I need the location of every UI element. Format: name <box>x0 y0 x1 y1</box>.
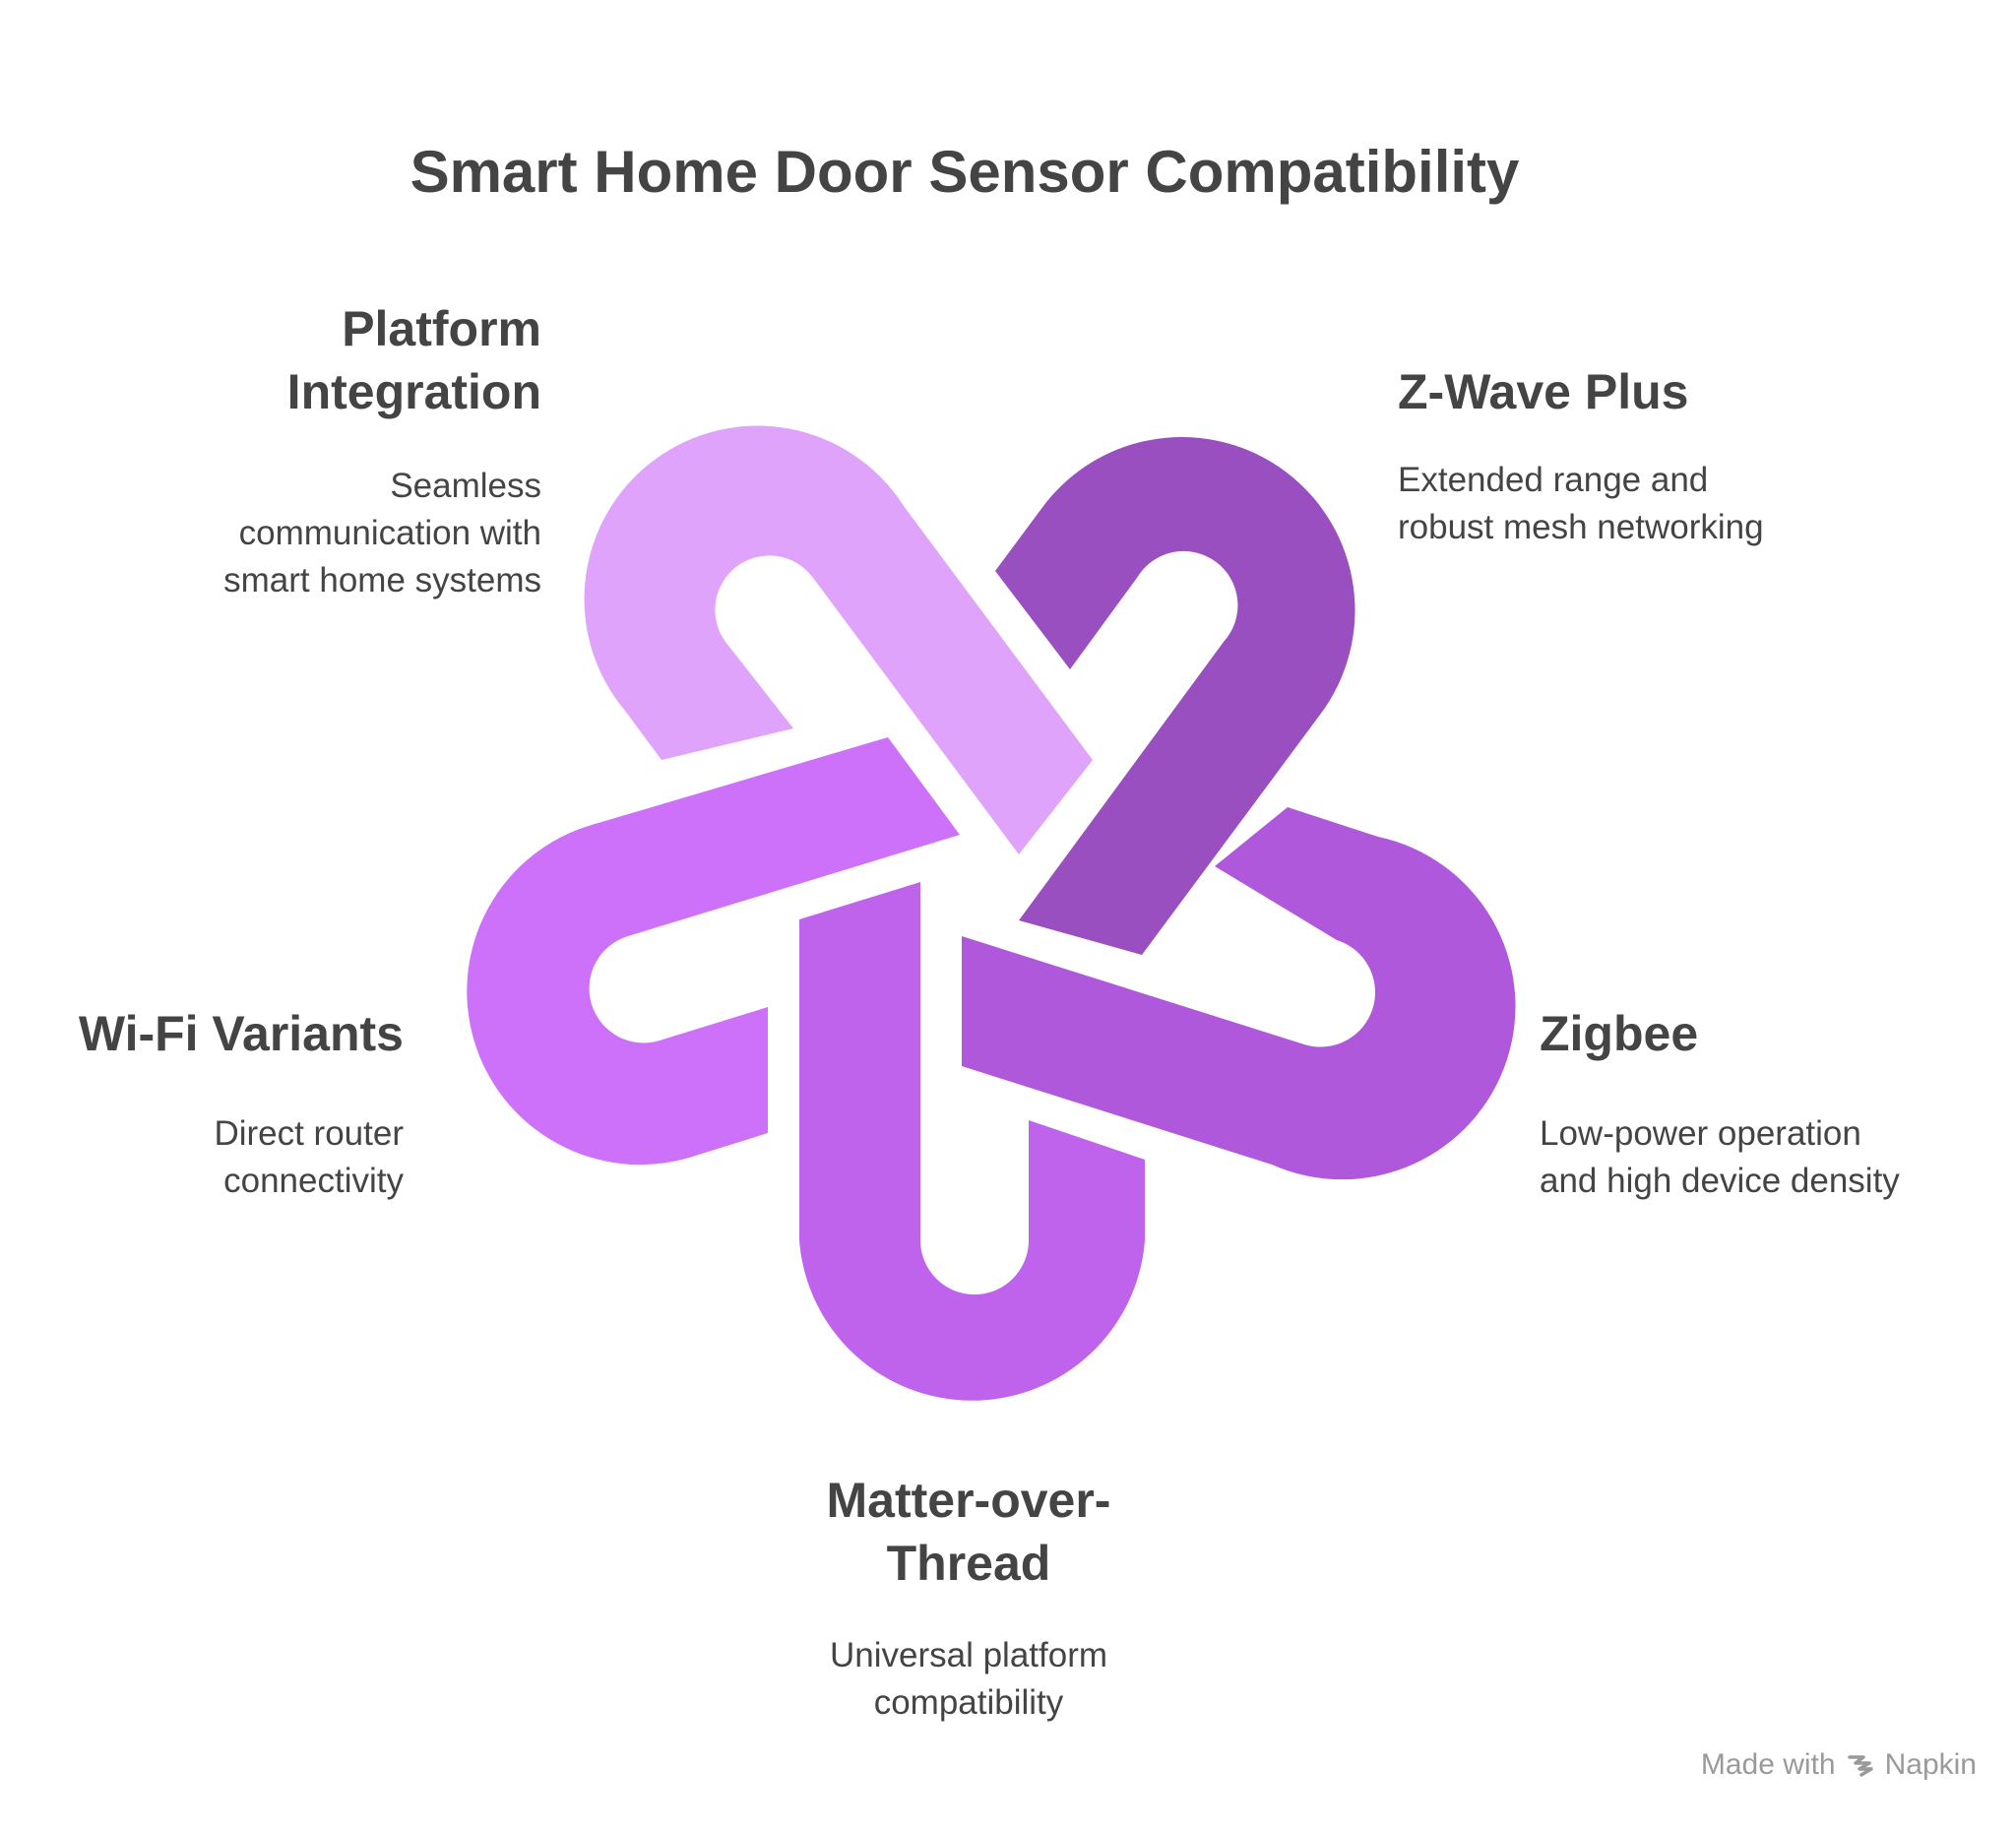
heading-line: Platform <box>342 301 541 356</box>
heading-line: Thread <box>887 1536 1051 1591</box>
heading-zigbee: Zigbee <box>1540 1002 1992 1065</box>
link-zigbee <box>962 807 1515 1179</box>
made-with-text: Made with <box>1701 1748 1836 1782</box>
description-line: Seamless <box>390 467 541 505</box>
napkin-brand-text: Napkin <box>1885 1748 1977 1782</box>
label-zigbee: Zigbee Low-power operation and high devi… <box>1540 1002 1992 1205</box>
description-line: robust mesh networking <box>1398 508 1764 546</box>
label-platform-integration: Platform Integration Seamless communicat… <box>148 297 541 604</box>
label-wifi-variants: Wi-Fi Variants Direct router connectivit… <box>39 1002 404 1205</box>
description-line: smart home systems <box>223 561 541 599</box>
heading-line: Z-Wave Plus <box>1398 364 1688 419</box>
description-platform-integration: Seamless communication with smart home s… <box>148 463 541 604</box>
description-line: Direct router <box>214 1114 404 1153</box>
heading-matter-over-thread: Matter-over- Thread <box>723 1469 1215 1595</box>
description-zigbee: Low-power operation and high device dens… <box>1540 1110 1992 1205</box>
label-matter-over-thread: Matter-over- Thread Universal platform c… <box>723 1469 1215 1727</box>
heading-line: Zigbee <box>1540 1006 1698 1061</box>
label-z-wave-plus: Z-Wave Plus Extended range and robust me… <box>1398 360 1949 551</box>
heading-line: Wi-Fi Variants <box>79 1006 404 1061</box>
description-line: connectivity <box>223 1162 404 1200</box>
heading-line: Matter-over- <box>827 1473 1111 1528</box>
description-z-wave-plus: Extended range and robust mesh networkin… <box>1398 457 1949 551</box>
napkin-logo-icon <box>1846 1750 1875 1780</box>
description-line: compatibility <box>874 1683 1064 1722</box>
description-line: communication with <box>239 514 541 552</box>
description-wifi-variants: Direct router connectivity <box>39 1110 404 1205</box>
heading-platform-integration: Platform Integration <box>148 297 541 423</box>
link-shape-zigbee <box>962 807 1515 1179</box>
description-line: and high device density <box>1540 1162 1900 1200</box>
description-line: Extended range and <box>1398 461 1708 499</box>
made-with-napkin-credit[interactable]: Made with Napkin <box>1701 1748 1977 1782</box>
heading-line: Integration <box>287 364 541 419</box>
heading-wifi-variants: Wi-Fi Variants <box>39 1002 404 1065</box>
description-line: Universal platform <box>830 1636 1107 1674</box>
description-line: Low-power operation <box>1540 1114 1861 1153</box>
description-matter-over-thread: Universal platform compatibility <box>723 1632 1215 1727</box>
heading-z-wave-plus: Z-Wave Plus <box>1398 360 1949 423</box>
